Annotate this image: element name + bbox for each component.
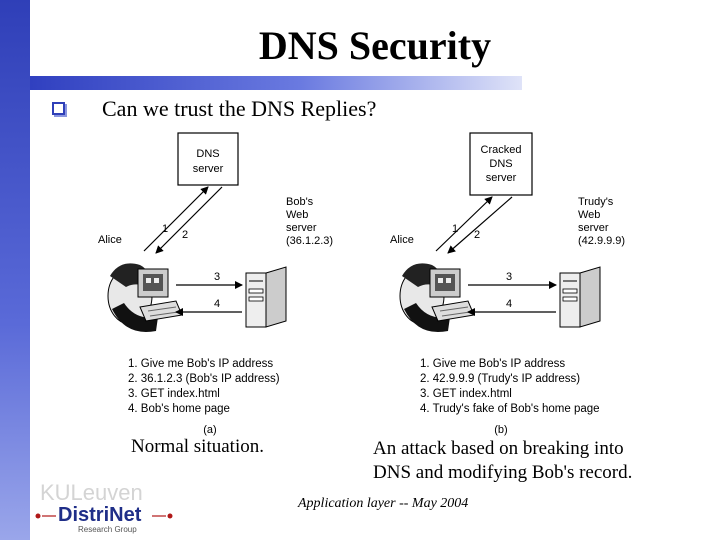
cracked-server-label-3: server — [486, 172, 517, 184]
cracked-server-label-2: DNS — [489, 158, 512, 170]
trudy-web-label-2: Web — [578, 209, 600, 221]
cracked-server-label-1: Cracked — [481, 144, 522, 156]
cracked-dns-server-box — [469, 132, 533, 196]
arrow-1 — [435, 196, 493, 252]
dns-server-label-1: DNS — [196, 148, 219, 160]
alice-label: Alice — [390, 234, 414, 246]
arrow-2 — [155, 186, 223, 254]
step-2: 2. 42.9.9.9 (Trudy's IP address) — [420, 373, 580, 385]
distrinet-logo: KULeuven DistriNet Research Group — [35, 480, 173, 534]
arrow-1-label: 1 — [452, 223, 458, 235]
bullet-text: Can we trust the DNS Replies? — [102, 96, 377, 121]
arrow-3-label: 3 — [214, 271, 220, 283]
arrow-2-label: 2 — [182, 229, 188, 241]
logo-distrinet: DistriNet — [58, 504, 142, 526]
dns-server-label-2: server — [193, 163, 224, 175]
left-accent-bar — [0, 0, 30, 540]
alice-computer-icon — [107, 263, 183, 333]
arrow-1-label: 1 — [162, 223, 168, 235]
bob-web-label-1: Bob's — [286, 196, 314, 208]
logo-ku-leuven: KULeuven — [40, 480, 143, 505]
bob-web-label-2: Web — [286, 209, 308, 221]
step-3: 3. GET index.html — [128, 388, 220, 400]
title-underline — [30, 76, 522, 90]
caption-normal: Normal situation. — [131, 436, 264, 457]
footer-text: Application layer -- May 2004 — [298, 496, 469, 511]
panel-a-label: (a) — [203, 424, 216, 436]
panel-b-label: (b) — [494, 424, 507, 436]
dns-server-box — [177, 132, 239, 186]
bob-web-label-4: (36.1.2.3) — [286, 235, 333, 247]
step-1: 1. Give me Bob's IP address — [420, 358, 565, 370]
arrow-3-label: 3 — [506, 271, 512, 283]
step-1: 1. Give me Bob's IP address — [128, 358, 273, 370]
caption-attack: An attack based on breaking into DNS and… — [373, 438, 633, 483]
web-server-icon — [245, 266, 287, 328]
panel-a: DNS server 1 2 Bob's Web server (36.1.2.… — [98, 132, 333, 436]
arrow-4-label: 4 — [506, 298, 512, 310]
dns-diagram: DNS server 1 2 Bob's Web server (36.1.2.… — [96, 131, 630, 437]
bullet-box-icon — [52, 102, 65, 115]
step-3: 3. GET index.html — [420, 388, 512, 400]
arrow-4-label: 4 — [214, 298, 220, 310]
web-server-icon — [559, 266, 601, 328]
trudy-web-label-3: server — [578, 222, 609, 234]
trudy-web-label-1: Trudy's — [578, 196, 614, 208]
step-4: 4. Trudy's fake of Bob's home page — [420, 403, 600, 415]
trudy-web-label-4: (42.9.9.9) — [578, 235, 625, 247]
alice-label: Alice — [98, 234, 122, 246]
alice-computer-icon — [399, 263, 475, 333]
slide-title: DNS Security — [258, 23, 492, 68]
arrow-2 — [447, 196, 513, 254]
arrow-2-label: 2 — [474, 229, 480, 241]
step-2: 2. 36.1.2.3 (Bob's IP address) — [128, 373, 280, 385]
panel-b: Cracked DNS server 1 2 Trudy's Web serve… — [390, 132, 625, 436]
step-4: 4. Bob's home page — [128, 403, 230, 415]
logo-research-group: Research Group — [78, 525, 137, 534]
arrow-1 — [143, 186, 209, 252]
bob-web-label-3: server — [286, 222, 317, 234]
